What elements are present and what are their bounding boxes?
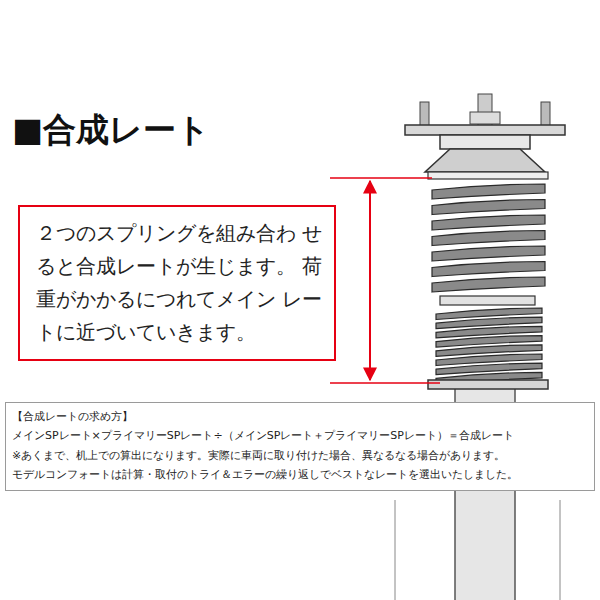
extension-line: [330, 382, 440, 384]
body-line: [560, 500, 561, 600]
stud: [541, 102, 550, 126]
upper-seat-rim: [428, 172, 548, 179]
note-text: ※あくまで、机上での算出になります。実際に車両に取り付けた場合、異なるなる場合が…: [12, 446, 588, 465]
note-text: メインSPレート×プライマリーSPレート÷（メインSPレート＋プライマリーSPレ…: [12, 426, 588, 445]
nut: [470, 112, 500, 124]
extension-line: [330, 177, 432, 179]
coil-winding: [432, 215, 545, 230]
spring-coils: [432, 184, 545, 384]
upper-seat: [425, 149, 545, 172]
note-heading: 【合成レートの求め方】: [12, 407, 588, 426]
top-plate: [405, 125, 565, 135]
coil-winding: [432, 231, 545, 246]
coil-winding: [432, 246, 545, 261]
lower-seat: [428, 380, 548, 389]
coil-winding: [432, 262, 545, 277]
body-line: [395, 500, 396, 600]
callout-box: ２つのスプリングを組み合わ せると合成レートが生じます。 荷重がかかるにつれてメ…: [18, 205, 336, 361]
coil-winding: [432, 200, 545, 215]
dimension-arrow: [369, 181, 371, 380]
pillow-ball: [440, 135, 530, 149]
stud: [420, 102, 429, 126]
note-text: ２つのスプリングを組み合わ せると合成レートが生じます。 荷重がかかるにつれてメ…: [36, 217, 324, 349]
coil-winding: [432, 277, 545, 292]
note-box: 【合成レートの求め方】メインSPレート×プライマリーSPレート÷（メインSPレー…: [5, 402, 595, 491]
helper-seat: [440, 296, 535, 305]
coil-winding: [432, 184, 545, 199]
title: ■合成レート: [12, 108, 210, 153]
note-text: モデルコンフォートは計算・取付のトライ＆エラーの繰り返しでベストなレートを選出い…: [12, 465, 588, 484]
